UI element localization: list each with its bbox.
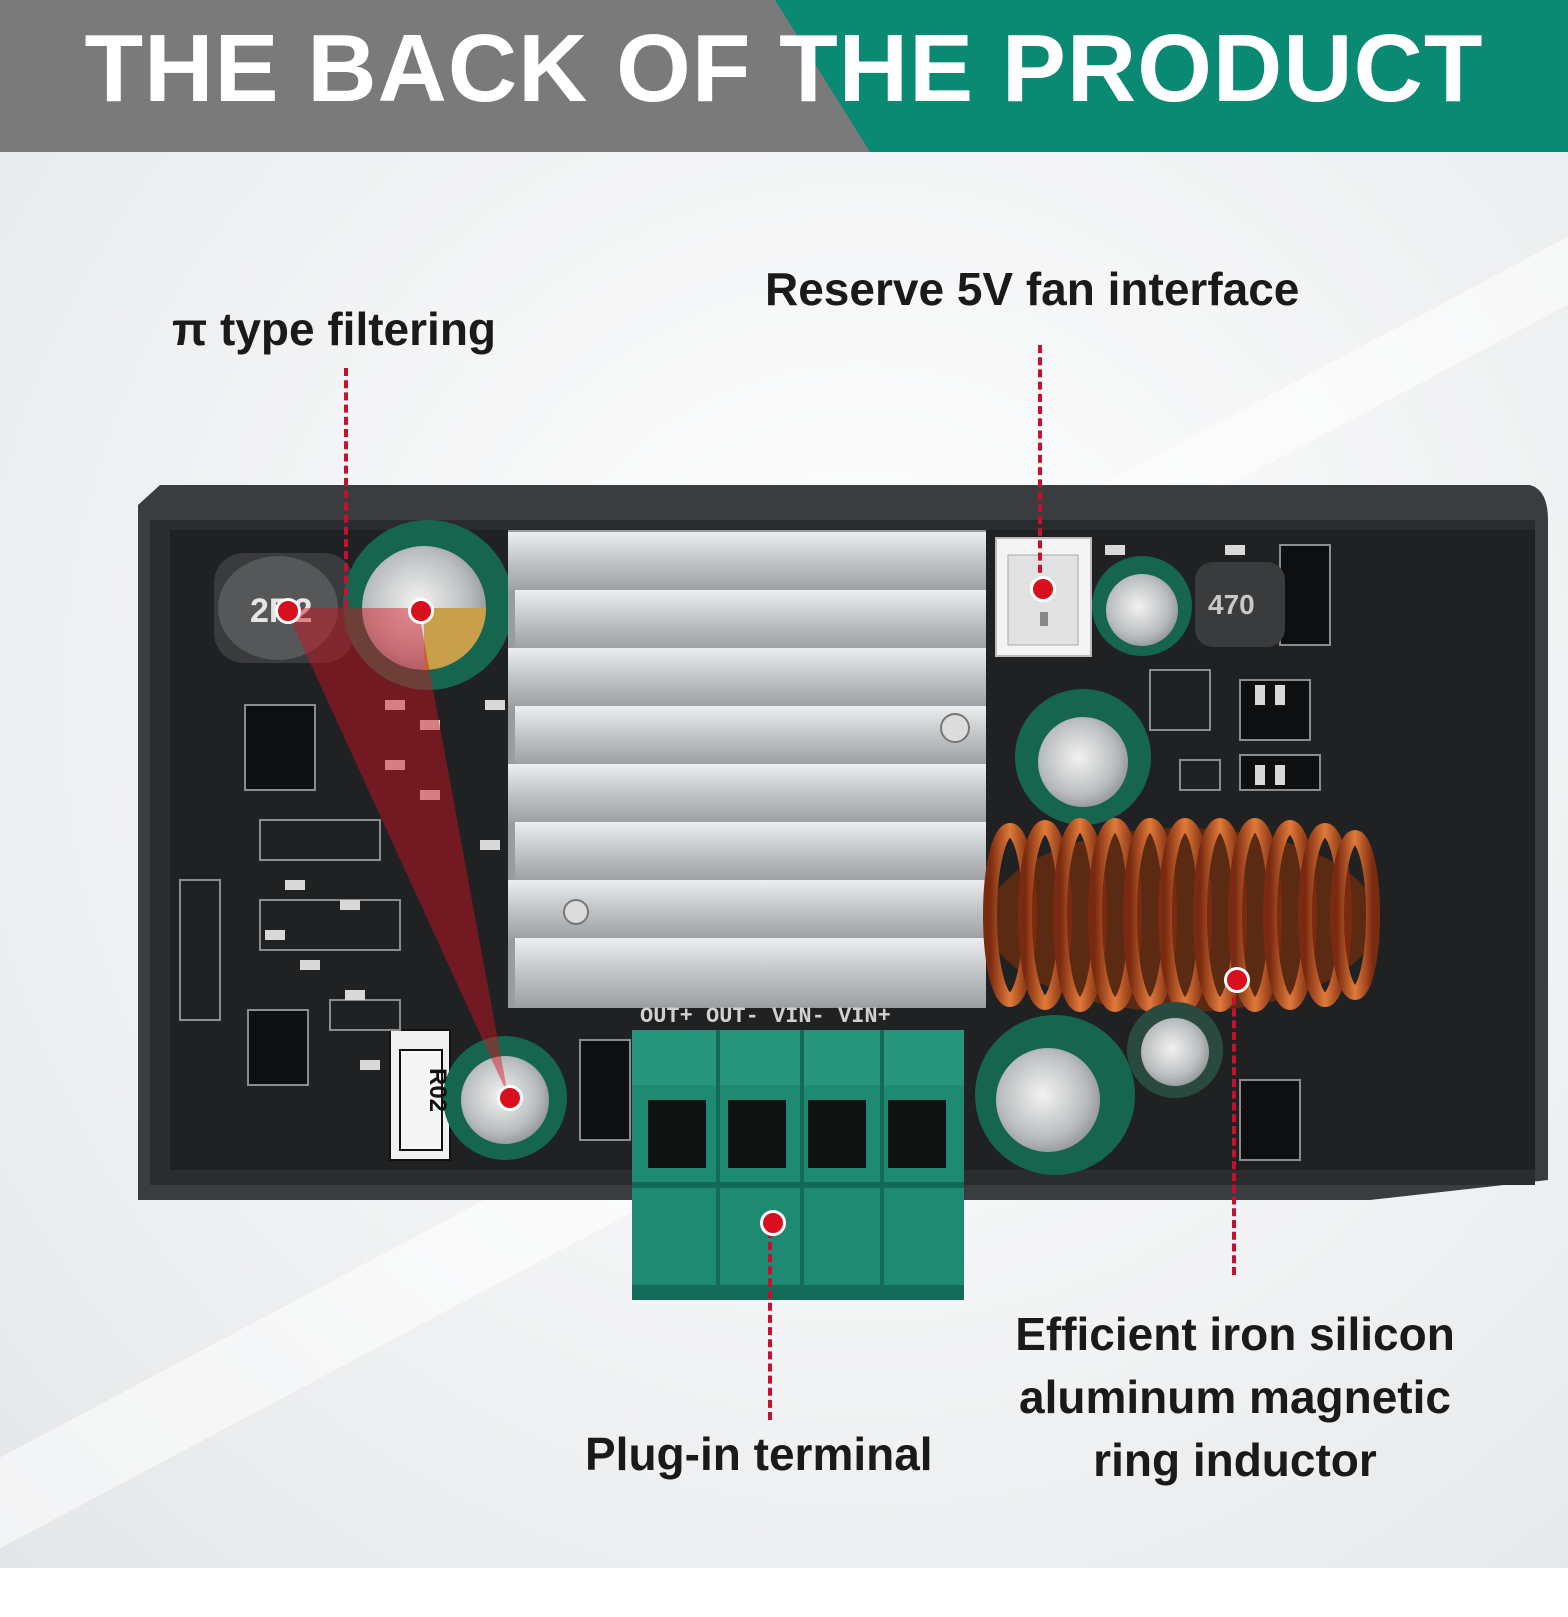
label-pi-filter: π type filtering (172, 303, 497, 355)
resistor-marking: R02 (424, 1068, 451, 1112)
label-inductor: Efficient iron silicon aluminum magnetic… (990, 1303, 1480, 1492)
page-title: THE BACK OF THE PRODUCT (84, 15, 1484, 122)
pointer-line-inductor (1232, 985, 1236, 1275)
marker-dot-capacitor-top (408, 598, 434, 624)
pcb-product-image: 2R2 470 (138, 485, 1548, 1300)
marker-dot-toroid (1224, 967, 1250, 993)
capacitor-middle-right (1015, 689, 1151, 825)
label-plug-terminal: Plug-in terminal (585, 1428, 933, 1480)
inductor-right-marking: 470 (1208, 589, 1255, 620)
terminal-block (632, 1030, 964, 1300)
capacitor-small (1127, 1002, 1223, 1098)
pointer-line-fan (1038, 345, 1042, 585)
smd-parts (265, 545, 1285, 1070)
marker-dot-terminal (760, 1210, 786, 1236)
label-inductor-line2: aluminum magnetic (1019, 1371, 1451, 1423)
pi-filter-highlight (285, 608, 508, 1095)
banner-background (0, 0, 1568, 152)
marker-dot-inductor-2r2 (275, 598, 301, 624)
marker-dot-capacitor-bottom (497, 1085, 523, 1111)
terminal-silkscreen: OUT+ OUT- VIN- VIN+ (640, 1004, 891, 1029)
capacitor-bottom-right (975, 1015, 1135, 1175)
marker-dot-fan-connector (1030, 576, 1056, 602)
label-inductor-line3: ring inductor (1093, 1434, 1377, 1486)
capacitor-top-right (1092, 556, 1192, 656)
resistor-r02: R02 (399, 1049, 451, 1151)
label-fan-interface: Reserve 5V fan interface (765, 263, 1300, 315)
pointer-line-terminal (768, 1230, 772, 1420)
heatsink (508, 530, 986, 1008)
pointer-line-pi-filter (344, 368, 348, 608)
title-banner: THE BACK OF THE PRODUCT (0, 0, 1568, 152)
label-inductor-line1: Efficient iron silicon (1015, 1308, 1455, 1360)
inductor-470: 470 (1195, 562, 1285, 647)
